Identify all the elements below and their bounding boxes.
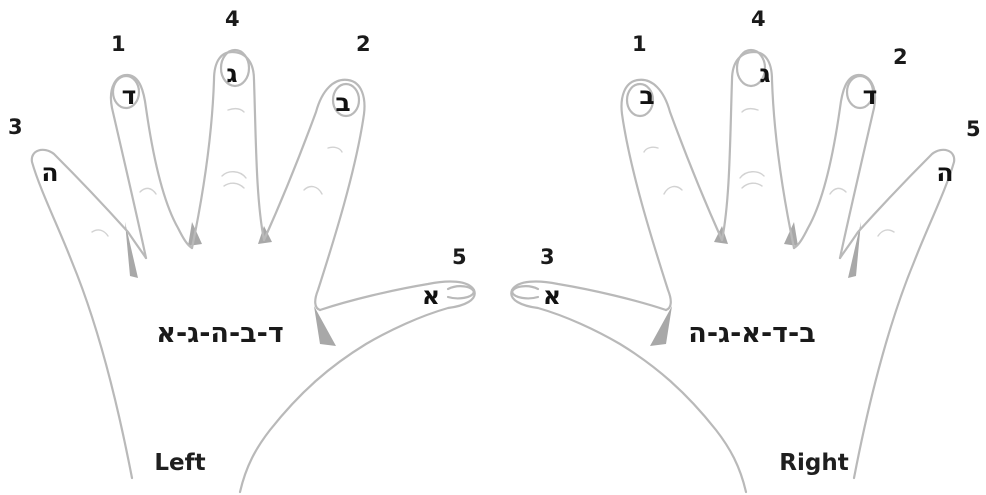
left-ring-number: 1 bbox=[111, 32, 126, 56]
left-pinky-number: 3 bbox=[8, 115, 23, 139]
right-hand-outline bbox=[511, 50, 954, 492]
right-ring-number: 2 bbox=[893, 45, 908, 69]
right-middle-letter: ג bbox=[759, 59, 770, 88]
left-index-letter: ב bbox=[335, 88, 350, 117]
right-hand-label: Right bbox=[779, 450, 848, 476]
left-hand-labels: 3 ה 1 ד 4 ג 2 ב 5 א ד-ב-ה-ג-א Left bbox=[8, 7, 467, 476]
right-thumb-number: 3 bbox=[540, 245, 555, 269]
right-index-letter: ב bbox=[639, 81, 654, 110]
right-hand-labels: 3 א 1 ב 4 ג 2 ד 5 ה ב-ד-א-ג-ה Right bbox=[540, 7, 981, 476]
left-pinky-letter: ה bbox=[41, 158, 58, 187]
right-middle-number: 4 bbox=[751, 7, 766, 31]
left-hand bbox=[32, 50, 475, 492]
left-hand-sequence: ד-ב-ה-ג-א bbox=[156, 318, 283, 349]
left-thumb-number: 5 bbox=[452, 245, 467, 269]
right-pinky-number: 5 bbox=[966, 117, 981, 141]
left-thumb-letter: א bbox=[422, 281, 440, 310]
right-thumb-letter: א bbox=[543, 281, 561, 310]
left-hand-outline bbox=[32, 50, 475, 492]
left-index-number: 2 bbox=[356, 32, 371, 56]
right-hand bbox=[511, 50, 954, 492]
right-index-number: 1 bbox=[632, 32, 647, 56]
left-middle-number: 4 bbox=[225, 7, 240, 31]
left-hand-label: Left bbox=[154, 450, 205, 476]
left-ring-letter: ד bbox=[122, 81, 137, 110]
right-hand-sequence: ב-ד-א-ג-ה bbox=[688, 318, 815, 349]
left-middle-letter: ג bbox=[226, 59, 237, 88]
right-hand-knuckle-creases bbox=[644, 109, 894, 236]
right-ring-letter: ד bbox=[863, 81, 878, 110]
right-pinky-letter: ה bbox=[936, 158, 953, 187]
left-hand-knuckle-creases bbox=[92, 109, 342, 236]
